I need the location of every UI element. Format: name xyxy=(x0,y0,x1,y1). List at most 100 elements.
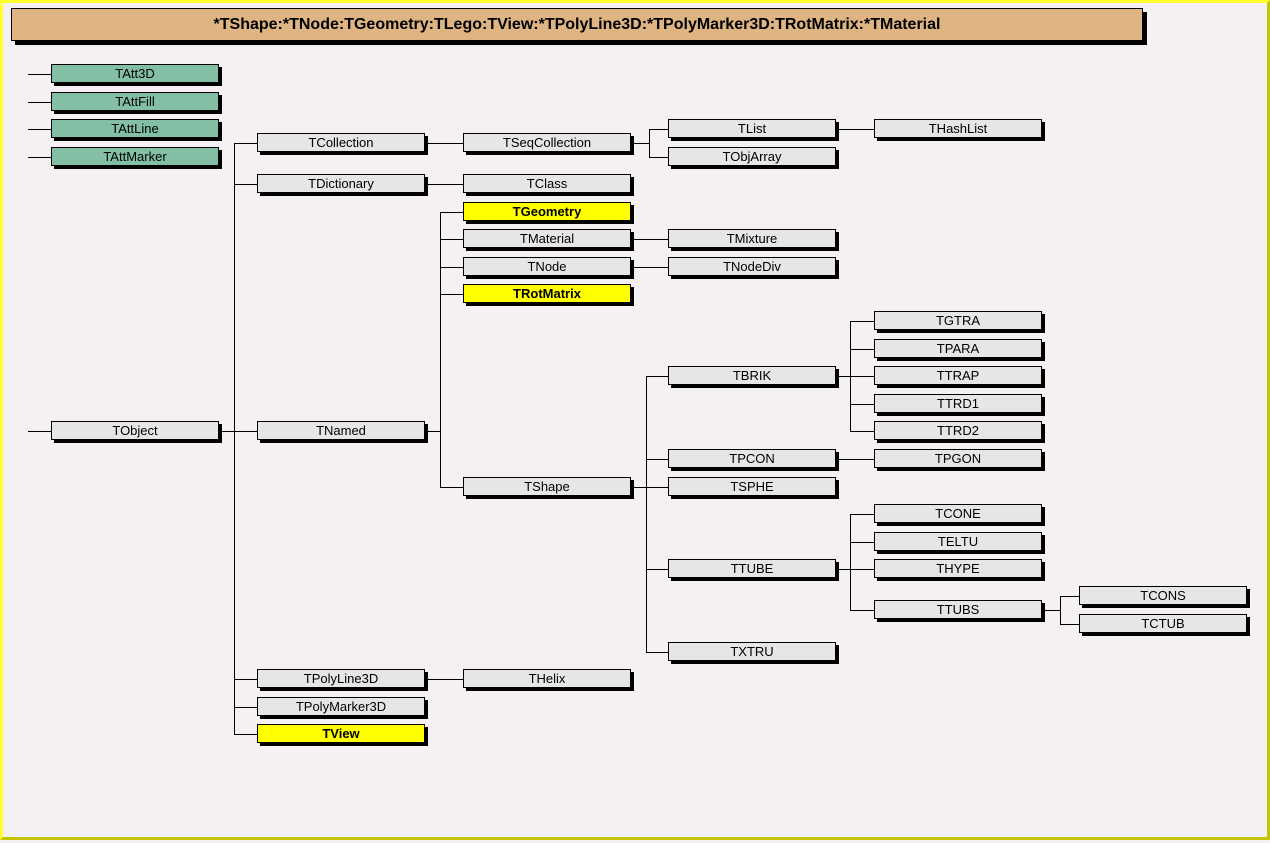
class-box-tcone[interactable]: TCONE xyxy=(874,504,1042,523)
edge-tobject-tdictionary xyxy=(234,183,257,185)
class-box-tcons[interactable]: TCONS xyxy=(1079,586,1247,605)
class-box-tctub[interactable]: TCTUB xyxy=(1079,614,1247,633)
edge-tdictionary-tclass xyxy=(444,183,463,185)
class-box-thashlist[interactable]: THashList xyxy=(874,119,1042,138)
edge-tnamed-tshape xyxy=(440,486,463,488)
edge-tnamed-tgeometry xyxy=(440,211,463,213)
class-box-ttrd2[interactable]: TTRD2 xyxy=(874,421,1042,440)
root-stub-tobject xyxy=(28,430,51,432)
diagram-canvas: *TShape:*TNode:TGeometry:TLego:TView:*TP… xyxy=(3,3,1270,843)
edge-tobject-tpolymarker3d xyxy=(234,706,257,708)
edge-tshape-tsphe xyxy=(646,486,668,488)
root-stub-tattfill xyxy=(28,101,51,103)
class-box-tnamed[interactable]: TNamed xyxy=(257,421,425,440)
class-box-teltu[interactable]: TELTU xyxy=(874,532,1042,551)
class-box-tclass[interactable]: TClass xyxy=(463,174,631,193)
title-bar: *TShape:*TNode:TGeometry:TLego:TView:*TP… xyxy=(11,8,1143,41)
edge-tnamed-trunk xyxy=(425,430,440,432)
class-box-tatt3d[interactable]: TAtt3D xyxy=(51,64,219,83)
class-box-tattline[interactable]: TAttLine xyxy=(51,119,219,138)
trunk-ttube xyxy=(850,513,851,610)
edge-ttube-tcone xyxy=(850,513,874,515)
class-box-ttube[interactable]: TTUBE xyxy=(668,559,836,578)
class-box-thelix[interactable]: THelix xyxy=(463,669,631,688)
class-box-tpara[interactable]: TPARA xyxy=(874,339,1042,358)
edge-tbrik-tpara xyxy=(850,348,874,350)
class-box-tsphe[interactable]: TSPHE xyxy=(668,477,836,496)
edge-tobject-tpolyline3d xyxy=(234,678,257,680)
edge-tseqcollection-trunk xyxy=(631,142,649,144)
class-box-thype[interactable]: THYPE xyxy=(874,559,1042,578)
class-box-txtru[interactable]: TXTRU xyxy=(668,642,836,661)
edge-tpcon-trunk xyxy=(836,458,855,460)
edge-tnode-tnodediv xyxy=(649,266,668,268)
edge-tbrik-ttrd2 xyxy=(850,430,874,432)
edge-tobject-tcollection xyxy=(234,142,257,144)
edge-tbrik-ttrd1 xyxy=(850,403,874,405)
edge-tobject-tview xyxy=(234,733,257,735)
edge-tnamed-trotmatrix xyxy=(440,293,463,295)
class-box-tview[interactable]: TView xyxy=(257,724,425,743)
root-stub-tattmarker xyxy=(28,156,51,158)
class-box-tpcon[interactable]: TPCON xyxy=(668,449,836,468)
class-box-tattmarker[interactable]: TAttMarker xyxy=(51,147,219,166)
edge-tnamed-tnode xyxy=(440,266,463,268)
class-box-trotmatrix[interactable]: TRotMatrix xyxy=(463,284,631,303)
edge-tnode-trunk xyxy=(631,266,649,268)
edge-tpolyline3d-thelix xyxy=(444,678,463,680)
class-box-tnode[interactable]: TNode xyxy=(463,257,631,276)
class-box-tseqcollection[interactable]: TSeqCollection xyxy=(463,133,631,152)
class-box-ttubs[interactable]: TTUBS xyxy=(874,600,1042,619)
edge-tshape-ttube xyxy=(646,568,668,570)
edge-tcollection-tseqcollection xyxy=(444,142,463,144)
edge-tcollection-trunk xyxy=(425,142,444,144)
trunk-tshape xyxy=(646,375,647,652)
class-box-tlist[interactable]: TList xyxy=(668,119,836,138)
edge-ttube-thype xyxy=(850,568,874,570)
edge-tpcon-tpgon xyxy=(855,458,874,460)
edge-ttubs-trunk xyxy=(1042,609,1060,611)
trunk-tobject xyxy=(234,142,235,734)
class-box-tpgon[interactable]: TPGON xyxy=(874,449,1042,468)
class-box-ttrd1[interactable]: TTRD1 xyxy=(874,394,1042,413)
class-box-tnodediv[interactable]: TNodeDiv xyxy=(668,257,836,276)
edge-tnamed-tmaterial xyxy=(440,238,463,240)
edge-tshape-tbrik xyxy=(646,375,668,377)
class-box-tdictionary[interactable]: TDictionary xyxy=(257,174,425,193)
class-box-tbrik[interactable]: TBRIK xyxy=(668,366,836,385)
edge-tmaterial-tmixture xyxy=(649,238,668,240)
class-box-tcollection[interactable]: TCollection xyxy=(257,133,425,152)
edge-tmaterial-trunk xyxy=(631,238,649,240)
trunk-ttubs xyxy=(1060,595,1061,624)
edge-ttubs-tctub xyxy=(1060,623,1079,625)
edge-tseqcollection-tobjarray xyxy=(649,156,668,158)
class-box-tpolyline3d[interactable]: TPolyLine3D xyxy=(257,669,425,688)
edge-tshape-tpcon xyxy=(646,458,668,460)
root-stub-tatt3d xyxy=(28,73,51,75)
edge-tseqcollection-tlist xyxy=(649,128,668,130)
edge-tbrik-trunk xyxy=(836,375,850,377)
trunk-tseqcollection xyxy=(649,128,650,157)
class-box-tshape[interactable]: TShape xyxy=(463,477,631,496)
root-stub-tattline xyxy=(28,128,51,130)
edge-tbrik-ttrap xyxy=(850,375,874,377)
edge-tobject-tnamed xyxy=(234,430,257,432)
class-box-tgtra[interactable]: TGTRA xyxy=(874,311,1042,330)
trunk-tnamed xyxy=(440,211,441,487)
class-box-tgeometry[interactable]: TGeometry xyxy=(463,202,631,221)
class-box-tpolymarker3d[interactable]: TPolyMarker3D xyxy=(257,697,425,716)
class-box-tmixture[interactable]: TMixture xyxy=(668,229,836,248)
edge-tshape-txtru xyxy=(646,651,668,653)
class-box-tobjarray[interactable]: TObjArray xyxy=(668,147,836,166)
edge-tlist-thashlist xyxy=(855,128,874,130)
class-box-tmaterial[interactable]: TMaterial xyxy=(463,229,631,248)
edge-tpolyline3d-trunk xyxy=(425,678,444,680)
edge-tobject-trunk xyxy=(219,430,234,432)
class-box-tobject[interactable]: TObject xyxy=(51,421,219,440)
edge-tlist-trunk xyxy=(836,128,855,130)
class-box-tattfill[interactable]: TAttFill xyxy=(51,92,219,111)
edge-ttube-trunk xyxy=(836,568,850,570)
class-box-ttrap[interactable]: TTRAP xyxy=(874,366,1042,385)
edge-tdictionary-trunk xyxy=(425,183,444,185)
